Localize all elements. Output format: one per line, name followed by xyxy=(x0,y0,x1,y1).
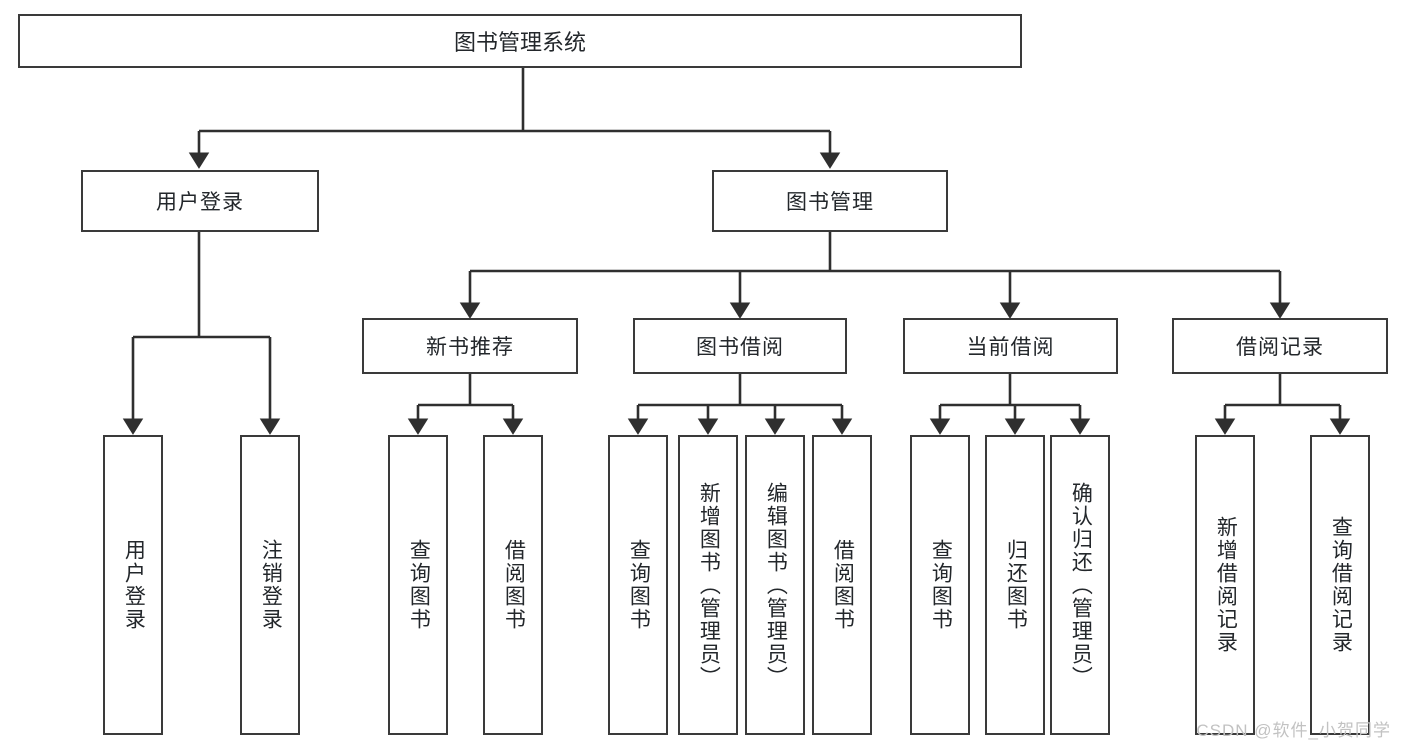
leaf-user-login-login[interactable]: 用户登录 xyxy=(103,435,163,735)
watermark: CSDN @软件_小贺同学 xyxy=(1196,721,1391,740)
leaf-label: 查询图书 xyxy=(929,539,953,631)
leaf-label: 编辑图书（管理员） xyxy=(764,481,788,689)
node-current-borrow[interactable]: 当前借阅 xyxy=(903,318,1118,374)
node-label: 借阅记录 xyxy=(1236,336,1324,359)
leaf-borrow-borrow-book[interactable]: 借阅图书 xyxy=(812,435,872,735)
leaf-current-query-book[interactable]: 查询图书 xyxy=(910,435,970,735)
node-book-management[interactable]: 图书管理 xyxy=(712,170,948,232)
leaf-label: 查询借阅记录 xyxy=(1329,516,1353,654)
leaf-label: 新增图书（管理员） xyxy=(697,481,721,689)
leaf-record-add-record[interactable]: 新增借阅记录 xyxy=(1195,435,1255,735)
node-borrow-record[interactable]: 借阅记录 xyxy=(1172,318,1388,374)
node-book-borrow[interactable]: 图书借阅 xyxy=(633,318,847,374)
node-label: 新书推荐 xyxy=(426,336,514,359)
node-label: 图书管理系统 xyxy=(453,30,586,55)
leaf-label: 注销登录 xyxy=(259,539,283,631)
leaf-recommend-query-book[interactable]: 查询图书 xyxy=(388,435,448,735)
leaf-label: 查询图书 xyxy=(627,539,651,631)
leaf-label: 用户登录 xyxy=(122,539,146,631)
leaf-borrow-edit-book-admin[interactable]: 编辑图书（管理员） xyxy=(745,435,805,735)
leaf-current-confirm-return-admin[interactable]: 确认归还（管理员） xyxy=(1050,435,1110,735)
leaf-label: 归还图书 xyxy=(1004,539,1028,631)
node-label: 当前借阅 xyxy=(966,336,1055,359)
leaf-borrow-query-book[interactable]: 查询图书 xyxy=(608,435,668,735)
leaf-user-login-logout[interactable]: 注销登录 xyxy=(240,435,300,735)
leaf-label: 确认归还（管理员） xyxy=(1069,481,1093,689)
node-root-system[interactable]: 图书管理系统 xyxy=(18,14,1022,68)
leaf-label: 借阅图书 xyxy=(502,539,526,631)
node-label: 用户登录 xyxy=(156,191,244,214)
leaf-label: 新增借阅记录 xyxy=(1214,516,1238,654)
leaf-current-return-book[interactable]: 归还图书 xyxy=(985,435,1045,735)
node-user-login[interactable]: 用户登录 xyxy=(81,170,319,232)
leaf-borrow-add-book-admin[interactable]: 新增图书（管理员） xyxy=(678,435,738,735)
leaf-recommend-borrow-book[interactable]: 借阅图书 xyxy=(483,435,543,735)
leaf-record-query-record[interactable]: 查询借阅记录 xyxy=(1310,435,1370,735)
node-label: 图书借阅 xyxy=(696,336,784,359)
node-new-book-recommend[interactable]: 新书推荐 xyxy=(362,318,578,374)
node-label: 图书管理 xyxy=(786,191,874,214)
leaf-label: 查询图书 xyxy=(407,539,431,631)
leaf-label: 借阅图书 xyxy=(831,539,855,631)
